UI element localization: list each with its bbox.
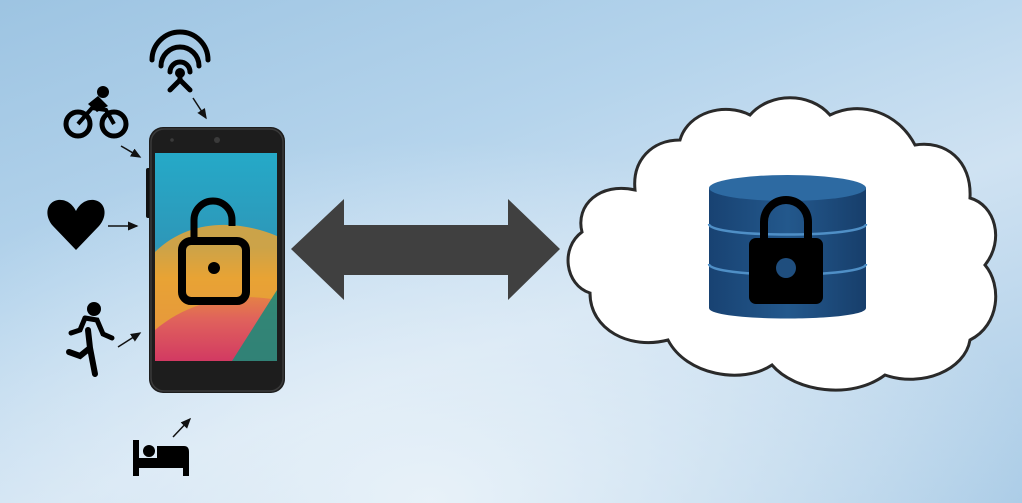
database-icon [707,175,868,319]
sensor-arrows [108,97,207,438]
wifi-antenna-icon [149,29,211,93]
bidirectional-sync-arrow [291,199,560,300]
phone-screen [155,153,277,361]
bed-icon [133,440,189,476]
unlocked-padlock-icon [178,197,250,305]
arrow-cyclist-to-phone [120,145,142,158]
heart-icon [47,199,105,250]
cyclist-icon [63,86,129,139]
runner-icon [66,302,115,377]
arrow-antenna-to-phone [192,97,207,120]
arrow-runner-to-phone [117,332,142,348]
locked-padlock-icon [749,196,823,304]
arrow-bed-to-phone [172,417,192,438]
smartphone [146,127,285,393]
